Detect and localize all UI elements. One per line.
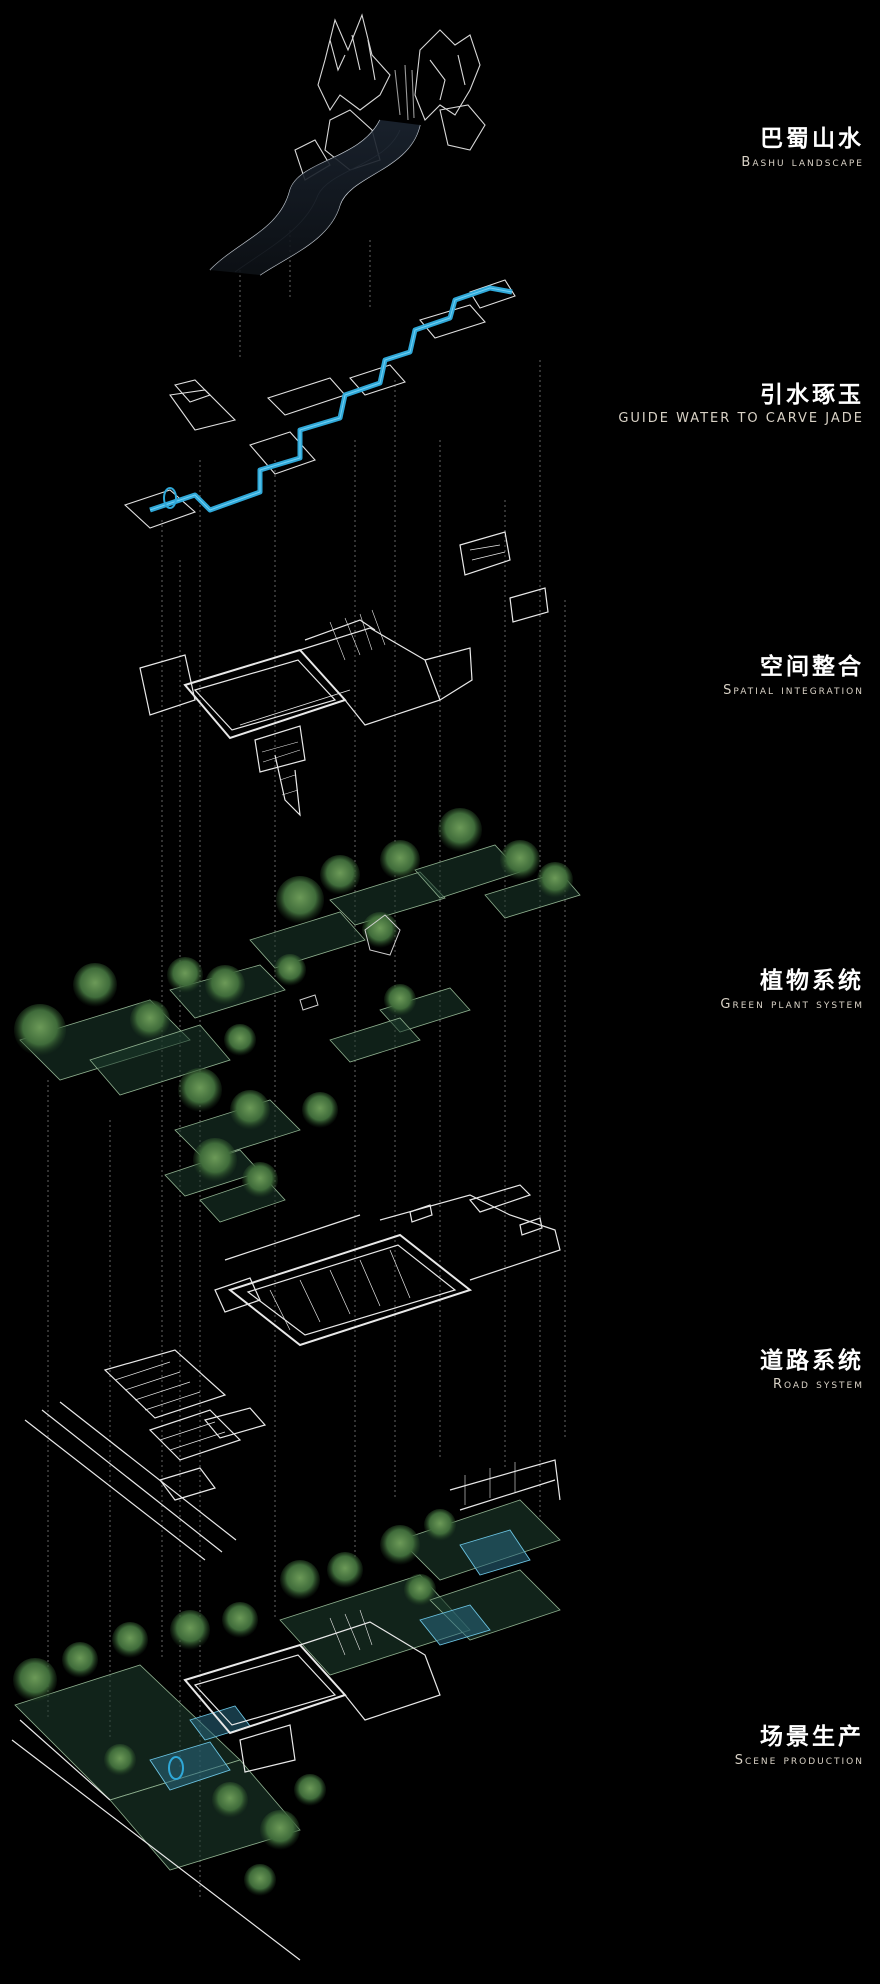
layer-scene — [11, 1459, 561, 1961]
layer-title-en: Scene production — [734, 1753, 864, 1768]
layer-spatial — [139, 531, 549, 817]
layer-landscape — [209, 13, 486, 276]
layer-label-water: 引水琢玉 GUIDE WATER TO CARVE JADE — [618, 380, 864, 428]
layer-title-en: Spatial integration — [723, 683, 864, 698]
layer-title-en: Road system — [772, 1377, 864, 1392]
layer-roads — [24, 1184, 561, 1561]
layer-label-spatial: 空间整合 Spatial integration — [723, 652, 864, 700]
layer-title-en: GUIDE WATER TO CARVE JADE — [618, 411, 864, 426]
layer-water-path — [123, 279, 516, 529]
layer-title-zh: 巴蜀山水 — [760, 126, 864, 152]
layer-title-zh: 植物系统 — [760, 968, 864, 994]
connector-lines — [47, 230, 566, 1900]
layer-title-en: Green plant system — [720, 997, 864, 1012]
layer-label-scene: 场景生产 Scene production — [735, 1722, 864, 1770]
layer-title-zh: 引水琢玉 — [760, 382, 864, 408]
layer-title-zh: 场景生产 — [760, 1724, 864, 1750]
layer-label-plants: 植物系统 Green plant system — [720, 966, 864, 1014]
layer-title-zh: 道路系统 — [760, 1348, 864, 1374]
pool-ring — [168, 1756, 184, 1780]
layer-title-en: Bashu landscape — [741, 155, 864, 170]
layer-title-zh: 空间整合 — [760, 654, 864, 680]
layer-label-landscape: 巴蜀山水 Bashu landscape — [741, 124, 864, 172]
layer-plants — [14, 808, 581, 1223]
layer-label-roads: 道路系统 Road system — [760, 1346, 864, 1394]
river-fill — [210, 120, 420, 275]
